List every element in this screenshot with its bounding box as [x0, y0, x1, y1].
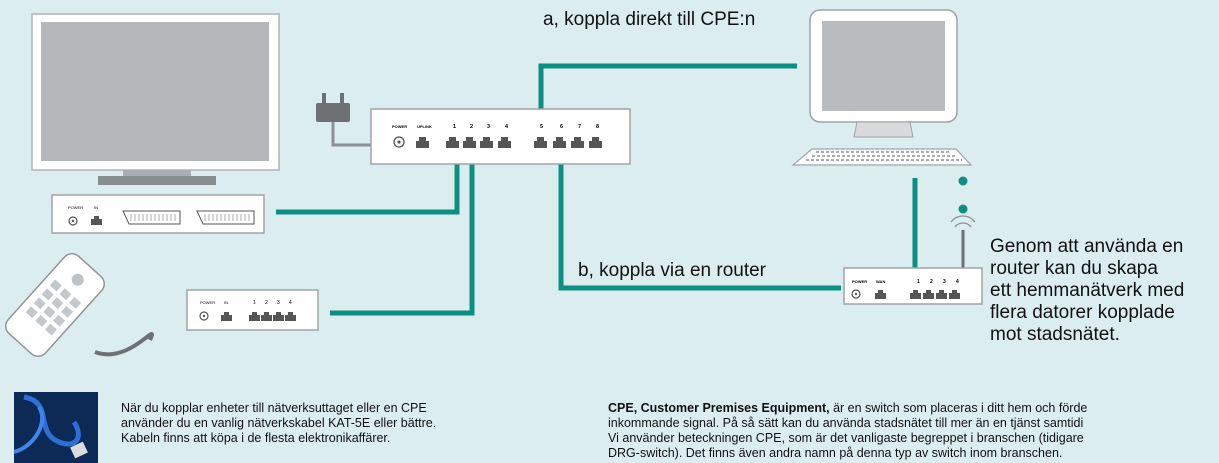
- port-icon: [221, 312, 296, 321]
- router-device: POWER WAN 1 2 3 4: [843, 215, 983, 305]
- router-note-line: mot stadsnätet.: [990, 324, 1120, 345]
- power-button: [68, 216, 78, 226]
- port-icon: [416, 137, 602, 148]
- cpe-label-3: 3: [487, 124, 490, 130]
- tv-monitor-icon: [31, 13, 280, 185]
- cpe-label-1: 1: [453, 124, 456, 130]
- cable-note-line: Kabeln finns att köpa i de flesta elektr…: [121, 431, 391, 445]
- cpe-label-uplink: UPLINK: [417, 124, 432, 129]
- cpe-note: CPE, Customer Premises Equipment, är en …: [608, 401, 1219, 461]
- small-switch-label-power: POWER: [200, 300, 215, 305]
- port-icon: [91, 216, 102, 225]
- cpe-label-5: 5: [540, 124, 543, 130]
- small-switch-label-in: IN: [224, 300, 228, 305]
- wifi-dot: [958, 204, 968, 214]
- cpe-switch-device: POWER UPLINK 1 2 3 4 5 6 7 8: [370, 108, 631, 165]
- small-switch-label-2: 2: [265, 300, 268, 306]
- power-button: [851, 289, 861, 299]
- wireless-dots: [958, 176, 968, 214]
- router-label-1: 1: [917, 279, 920, 285]
- small-switch-label-1: 1: [253, 300, 256, 306]
- wifi-dot: [958, 176, 968, 186]
- cable-note: När du kopplar enheter till nätverksutta…: [121, 401, 436, 446]
- scart-connector: [122, 210, 255, 225]
- cable-cpe-to-small-switch: [330, 152, 475, 316]
- network-cable-image: [14, 392, 98, 463]
- router-note-line: router kan du skapa: [990, 258, 1158, 279]
- cpe-note-line: är en switch som placeras i ditt hem och…: [829, 401, 1088, 415]
- power-button: [199, 311, 209, 321]
- cpe-note-title: CPE, Customer Premises Equipment,: [608, 401, 830, 415]
- router-note-line: Genom att använda en: [990, 236, 1184, 257]
- wifi-icon: [950, 215, 976, 228]
- router-note: Genom att använda en router kan du skapa…: [990, 236, 1219, 346]
- computer-icon: [791, 9, 973, 166]
- cpe-note-line: inkommande signal. På så sätt kan du anv…: [608, 416, 1084, 430]
- cable-cpe-to-router: [558, 152, 841, 291]
- tv-box-device: POWER IN: [51, 194, 265, 234]
- label-router-connection: b, koppla via en router: [578, 260, 767, 281]
- cable-note-line: När du kopplar enheter till nätverksutta…: [121, 401, 427, 415]
- cpe-note-line: Vi använder beteckningen CPE, som är det…: [608, 431, 1084, 445]
- small-switch-label-3: 3: [277, 300, 280, 306]
- router-label-power: POWER: [852, 279, 867, 284]
- cable-cpe-to-tv-box: [276, 152, 460, 215]
- cpe-label-8: 8: [596, 124, 599, 130]
- cpe-label-4: 4: [505, 124, 509, 130]
- router-label-3: 3: [943, 279, 946, 285]
- router-note-line: flera datorer kopplade: [990, 302, 1175, 323]
- cable-note-line: använder du en vanlig nätverkskabel KAT-…: [121, 416, 437, 430]
- tv-box-label-power: POWER: [68, 205, 83, 210]
- cpe-label-7: 7: [578, 124, 581, 130]
- power-button: [393, 136, 405, 148]
- small-switch-label-4: 4: [289, 300, 292, 306]
- cpe-label-2: 2: [470, 124, 473, 130]
- router-label-wan: WAN: [876, 279, 885, 284]
- cpe-label-6: 6: [560, 124, 563, 130]
- cable-cpe-to-computer: [538, 63, 797, 118]
- small-switch-device: POWER IN 1 2 3 4: [186, 289, 319, 331]
- remote-control-icon: [4, 253, 154, 357]
- tv-box-label-in: IN: [94, 205, 98, 210]
- router-note-line: ett hemmanätverk med: [990, 280, 1185, 301]
- router-label-4: 4: [956, 279, 959, 285]
- router-label-2: 2: [930, 279, 933, 285]
- port-icon: [875, 290, 960, 299]
- power-plug-icon: [316, 93, 377, 147]
- cpe-note-line: DRG-switch). Det finns även andra namn p…: [608, 446, 1063, 460]
- label-direct-connection: a, koppla direkt till CPE:n: [543, 9, 756, 30]
- cables: [276, 63, 918, 316]
- cpe-label-power: POWER: [392, 124, 407, 129]
